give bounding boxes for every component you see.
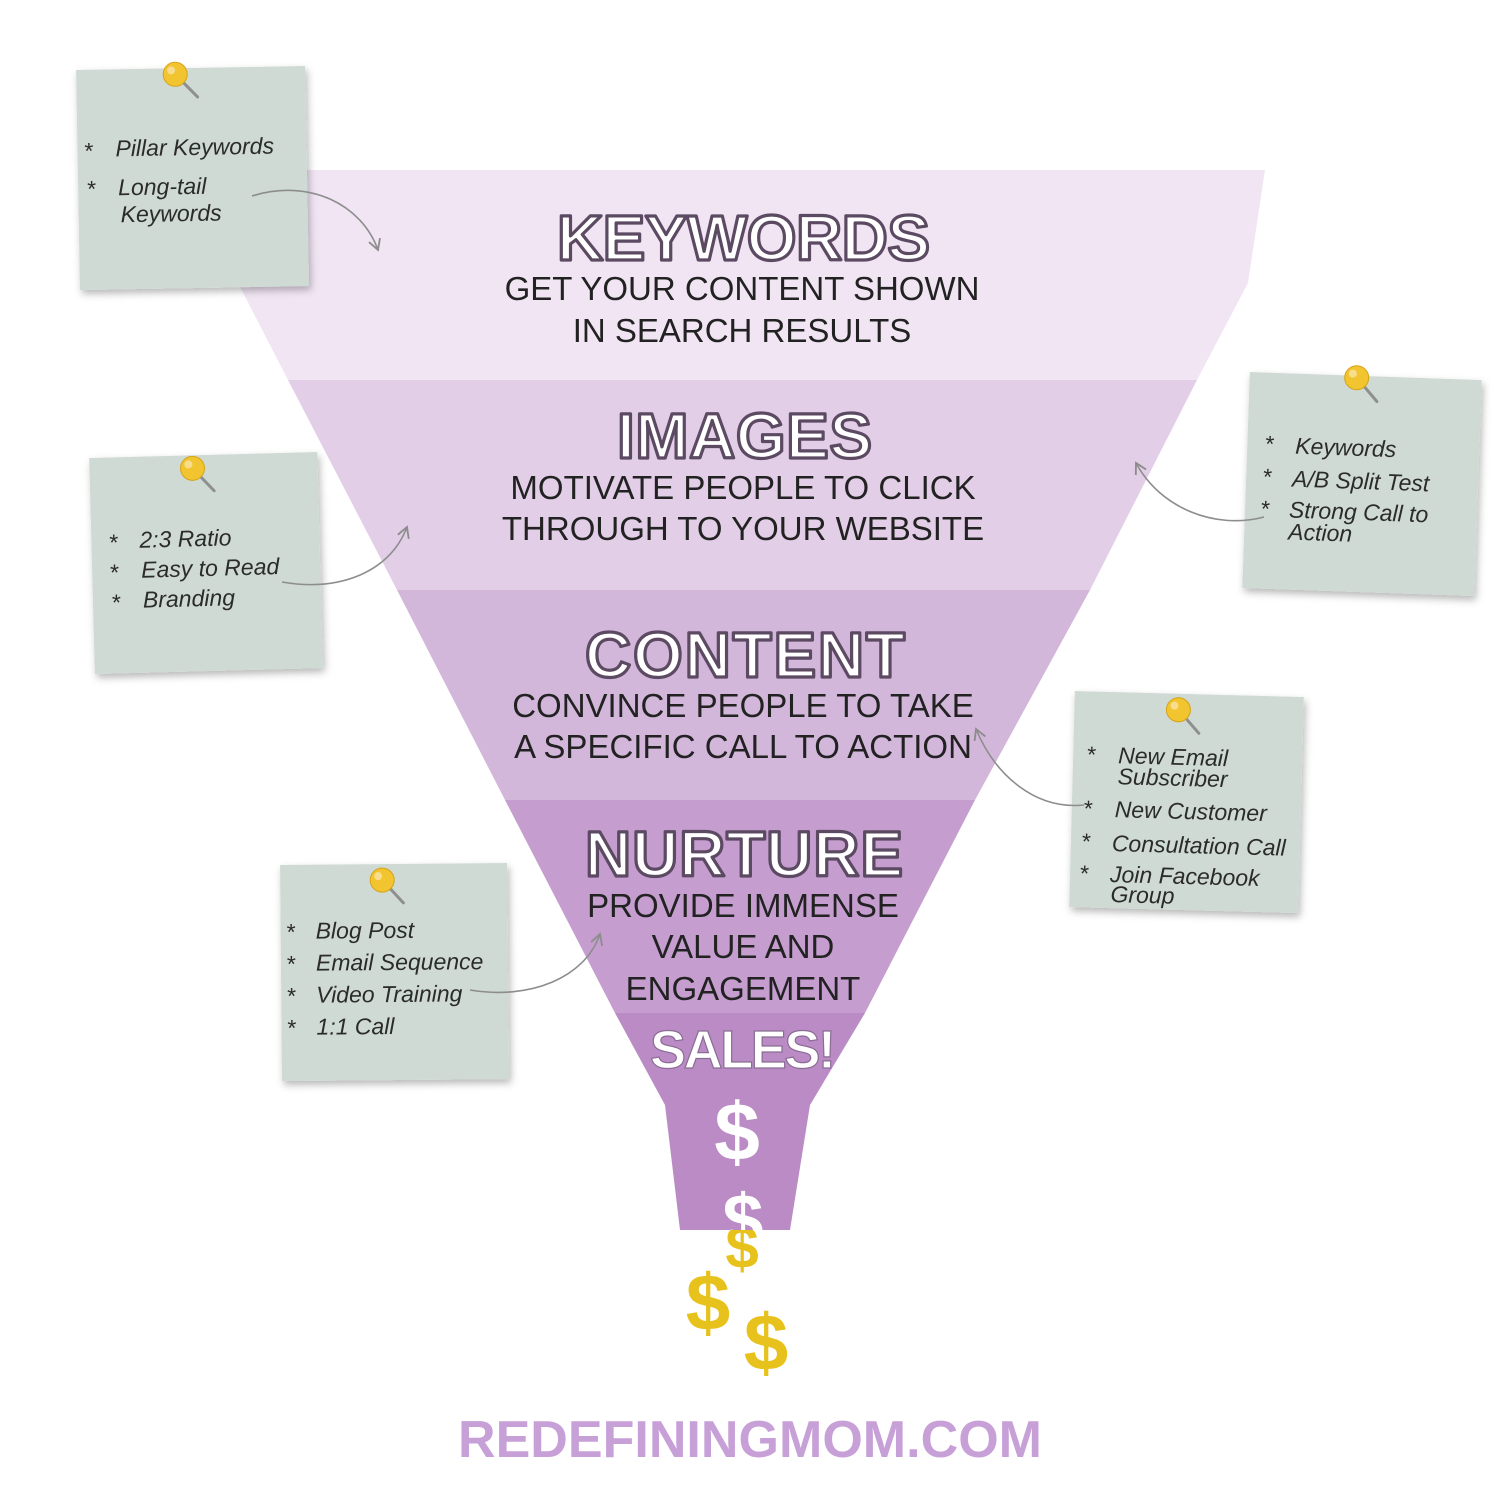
gold-dollar-sign: $ <box>686 1258 731 1347</box>
curved-arrow-icon <box>1134 461 1265 522</box>
stage-title-content: CONTENT <box>585 619 905 691</box>
note-bullet: * <box>287 1015 296 1041</box>
note-item: Branding <box>143 584 236 612</box>
stage-description-line: GET YOUR CONTENT SHOWN <box>505 270 980 307</box>
sticky-note-image-tips: * Keywords * A/B Split Test * Strong Cal… <box>1242 365 1482 596</box>
note-item: Keywords <box>120 199 222 227</box>
funnel-stage-sales <box>615 1013 865 1230</box>
note-item: New Email <box>1118 742 1229 771</box>
note-bullet: * <box>87 176 96 202</box>
curved-arrow-icon <box>281 525 410 586</box>
funnel-stage-nurture <box>505 800 975 1013</box>
note-item: Strong Call to <box>1289 496 1429 527</box>
note-bullet: * <box>287 983 296 1009</box>
stage-title-keywords: KEYWORDS <box>557 202 930 274</box>
footer-website: REDEFININGMOM.COM <box>458 1411 1042 1469</box>
stage-description-line: PROVIDE IMMENSE <box>587 887 899 924</box>
stage-description-line: MOTIVATE PEOPLE TO CLICK <box>510 469 975 506</box>
note-item: Pillar Keywords <box>115 133 274 162</box>
note-item: Subscriber <box>1117 763 1229 792</box>
note-bullet: * <box>1261 496 1271 522</box>
pushpin-icon <box>1344 365 1379 403</box>
pushpin-icon <box>369 867 405 905</box>
stage-description-line: ENGAGEMENT <box>626 970 861 1007</box>
note-item: Video Training <box>316 980 463 1007</box>
note-bullet: * <box>1082 828 1092 854</box>
note-item: Long-tail <box>118 173 208 201</box>
note-item: Email Sequence <box>316 948 484 975</box>
sticky-note-paper <box>76 66 309 290</box>
stage-title-nurture: NURTURE <box>585 818 903 890</box>
curved-arrow-icon <box>973 727 1085 807</box>
stage-description-line: CONVINCE PEOPLE TO TAKE <box>512 687 974 724</box>
note-bullet: * <box>1087 741 1097 767</box>
note-item: Easy to Read <box>141 553 281 583</box>
curved-arrow-icon <box>251 189 381 252</box>
sticky-note-content-actions: * New Email Subscriber * New Customer * … <box>1069 691 1304 913</box>
stage-description-line: A SPECIFIC CALL TO ACTION <box>514 728 972 765</box>
sticky-note-nurture: * Blog Post * Email Sequence * Video Tra… <box>280 863 509 1081</box>
pushpin-icon <box>1165 697 1201 735</box>
note-item: Action <box>1286 518 1353 546</box>
note-connectors <box>251 189 1265 994</box>
note-item: A/B Split Test <box>1290 465 1432 496</box>
sticky-note-paper <box>1242 372 1482 596</box>
sticky-note-keywords: * Pillar Keywords * Long-tail Keywords <box>76 61 309 290</box>
note-item: New Customer <box>1114 796 1268 826</box>
note-item: Keywords <box>1295 433 1397 463</box>
gold-dollar-sign: $ <box>744 1298 789 1387</box>
note-bullet: * <box>84 138 93 164</box>
note-item: 2:3 Ratio <box>138 524 232 552</box>
note-item: Group <box>1110 881 1175 909</box>
pushpin-icon <box>162 61 200 99</box>
stage-description-line: IN SEARCH RESULTS <box>573 312 912 349</box>
sticky-note-paper <box>280 863 509 1081</box>
note-bullet: * <box>110 559 120 585</box>
sticky-note-paper <box>1069 691 1304 913</box>
sticky-note-paper <box>89 452 323 674</box>
funnel: KEYWORDS GET YOUR CONTENT SHOWN IN SEARC… <box>215 170 1265 1262</box>
stage-title-images: IMAGES <box>617 400 872 472</box>
note-bullet: * <box>1080 860 1090 886</box>
note-item: Consultation Call <box>1112 830 1287 861</box>
note-bullet: * <box>287 951 296 977</box>
note-item: Join Facebook <box>1109 861 1262 891</box>
note-bullet: * <box>287 919 296 945</box>
note-item: Blog Post <box>316 917 416 944</box>
curved-arrow-icon <box>469 932 604 994</box>
stage-description-line: THROUGH TO YOUR WEBSITE <box>502 510 984 547</box>
stage-description-line: VALUE AND <box>652 928 835 965</box>
white-dollar-sign: $ <box>722 1179 763 1262</box>
pushpin-icon <box>180 455 216 493</box>
funnel-stage-images <box>288 380 1197 590</box>
stage-title-sales: SALES! <box>650 1020 836 1080</box>
note-bullet: * <box>109 529 119 555</box>
funnel-stage-keywords <box>215 170 1265 380</box>
sticky-note-images: * 2:3 Ratio * Easy to Read * Branding <box>89 452 323 674</box>
note-bullet: * <box>112 589 122 615</box>
note-item: 1:1 Call <box>316 1013 395 1040</box>
note-bullet: * <box>1263 464 1273 490</box>
white-dollar-sign: $ <box>714 1087 760 1178</box>
note-bullet: * <box>1083 795 1093 821</box>
funnel-stage-content <box>397 590 1090 800</box>
note-bullet: * <box>1265 431 1275 457</box>
